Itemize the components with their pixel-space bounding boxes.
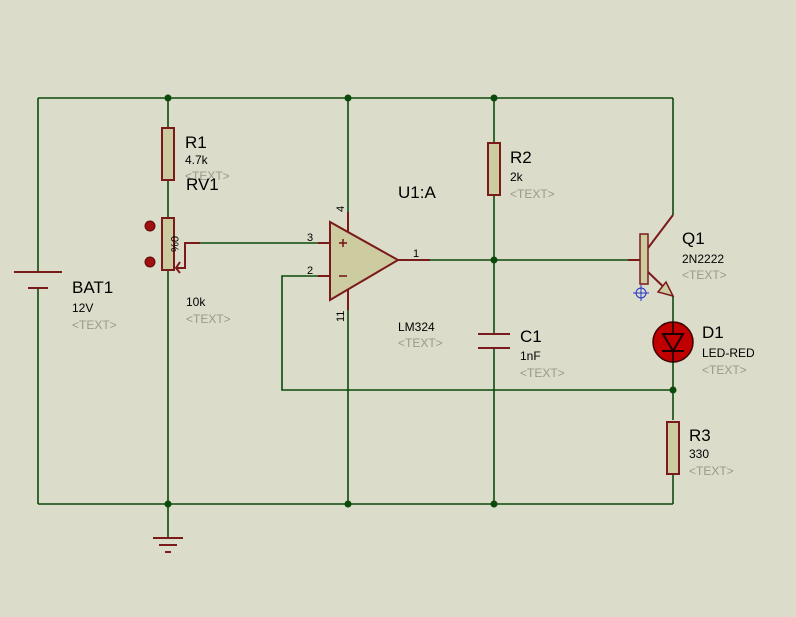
ground-icon (153, 537, 183, 553)
opamp-pin-gnd: 11 (335, 311, 347, 322)
rv1-ref: RV1 (186, 175, 219, 194)
junction-dot (490, 500, 498, 508)
bat1-ref: BAT1 (72, 278, 113, 297)
q1-text-placeholder: <TEXT> (682, 268, 727, 282)
opamp-pin-out: 1 (413, 248, 419, 260)
r1-value: 4.7k (185, 153, 209, 167)
u1-value: LM324 (398, 320, 435, 334)
resistor-body (487, 142, 501, 196)
transistor-base-bar (639, 233, 649, 285)
r3-text-placeholder: <TEXT> (689, 464, 734, 478)
r3-ref: R3 (689, 426, 711, 445)
junction-dot (490, 256, 498, 264)
r3-value: 330 (689, 447, 709, 461)
battery-bat1[interactable]: BAT1 12V <TEXT> (14, 271, 117, 332)
pot-decrease-button[interactable] (144, 256, 156, 268)
wire-feedback-loop[interactable] (281, 275, 673, 391)
r2-value: 2k (510, 170, 524, 184)
rv1-wiper-position: 0% (168, 236, 180, 252)
transistor-q1[interactable]: Q1 2N2222 <TEXT> (628, 214, 727, 301)
resistor-r3[interactable]: R3 330 <TEXT> (666, 421, 734, 478)
d1-value: LED-RED (702, 346, 755, 360)
rv1-text-placeholder: <TEXT> (186, 312, 231, 326)
opamp-pin-minus: 2 (307, 265, 313, 277)
resistor-body (666, 421, 680, 475)
u1-text-placeholder: <TEXT> (398, 336, 443, 350)
wiper-arrow-icon (174, 261, 181, 274)
resistor-r2[interactable]: R2 2k <TEXT> (487, 142, 555, 201)
junction-dot (344, 500, 352, 508)
junction-dot (669, 386, 677, 394)
junction-dot (164, 94, 172, 102)
capacitor-c1[interactable]: C1 1nF <TEXT> (478, 327, 565, 380)
bat1-value: 12V (72, 301, 93, 315)
crosshair-icon (633, 285, 649, 301)
c1-value: 1nF (520, 349, 541, 363)
d1-ref: D1 (702, 323, 724, 342)
bat1-text-placeholder: <TEXT> (72, 318, 117, 332)
u1-ref: U1:A (398, 183, 436, 202)
opamp-pin-vcc: 4 (335, 206, 347, 212)
opamp-pin-plus: 3 (307, 232, 313, 244)
transistor-collector-lead (647, 214, 674, 249)
r1-ref: R1 (185, 133, 207, 152)
r1-text-placeholder: <TEXT> (185, 169, 230, 183)
junction-dot (344, 94, 352, 102)
resistor-r1[interactable]: R1 4.7k <TEXT> (161, 127, 230, 183)
r2-ref: R2 (510, 148, 532, 167)
resistor-body (161, 127, 175, 181)
led-d1[interactable]: D1 LED-RED <TEXT> (652, 321, 755, 377)
pot-increase-button[interactable] (144, 220, 156, 232)
rv1-value: 10k (186, 295, 206, 309)
r2-text-placeholder: <TEXT> (510, 187, 555, 201)
potentiometer-body (161, 217, 175, 271)
opamp-body (329, 220, 401, 302)
potentiometer-rv1[interactable]: 0% RV1 10k <TEXT> (144, 175, 231, 326)
potentiometer-wiper (176, 242, 200, 269)
q1-value: 2N2222 (682, 252, 724, 266)
q1-ref: Q1 (682, 229, 705, 248)
c1-text-placeholder: <TEXT> (520, 366, 565, 380)
opamp-u1a[interactable]: 3 2 1 4 11 U1:A LM324 <TEXT> (307, 183, 443, 350)
junction-dot (490, 94, 498, 102)
emitter-arrow-icon (656, 280, 675, 298)
d1-text-placeholder: <TEXT> (702, 363, 747, 377)
c1-ref: C1 (520, 327, 542, 346)
wires (37, 97, 674, 538)
junction-dot (164, 500, 172, 508)
junctions (164, 94, 677, 508)
